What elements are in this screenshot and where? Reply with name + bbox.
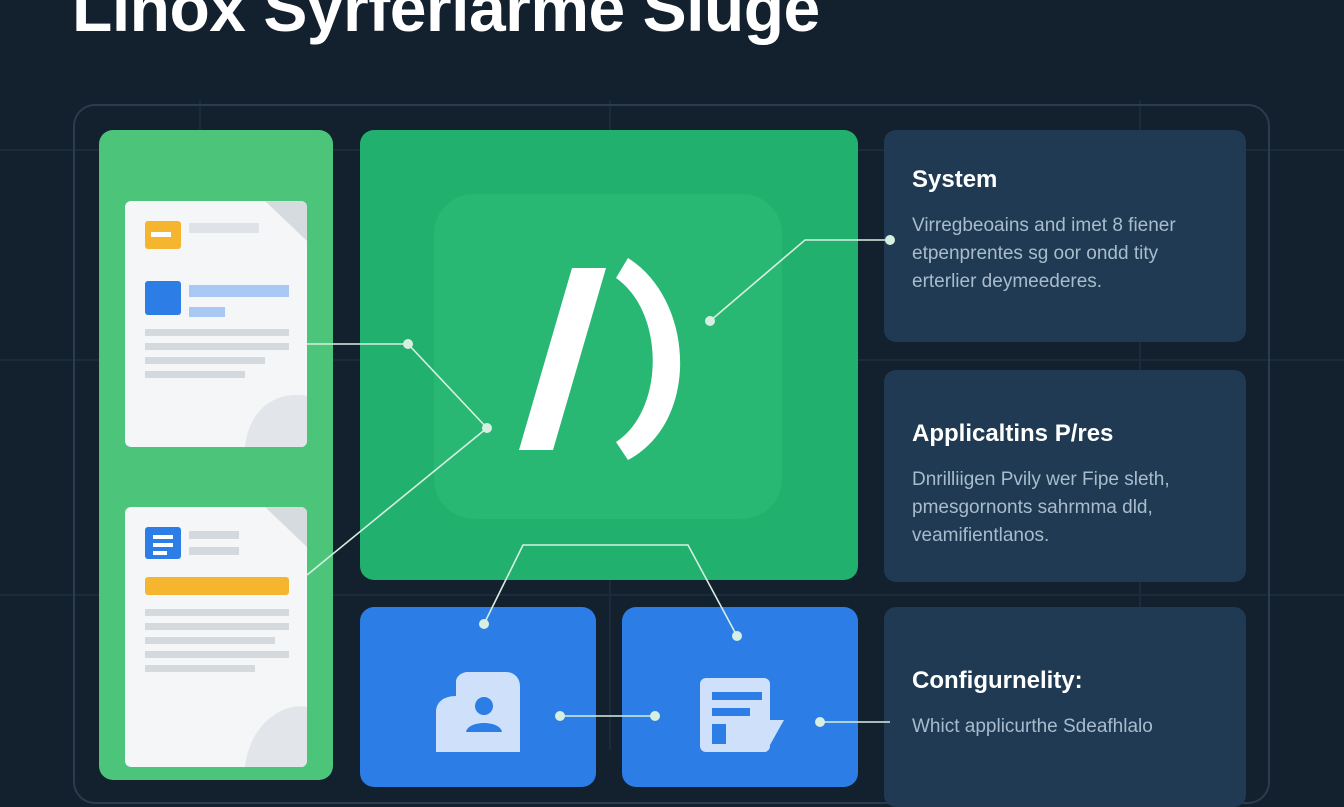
card-text-line: Dnrilliigen Pvily wer Fipe sleth, <box>912 469 1170 490</box>
slash-paren-glyph-icon <box>519 258 681 460</box>
card-text-line: Virregbeoains and imet 8 fiener <box>912 215 1176 236</box>
document-icon <box>125 201 307 447</box>
page-title: Linox Syrferlarme Sluge <box>72 0 820 45</box>
user-shield-icon <box>436 672 520 752</box>
card-title: System <box>912 166 998 193</box>
card-text-line: erterlier deymeederes. <box>912 271 1103 292</box>
card-title: Applicaltins P/res <box>912 420 1114 447</box>
card-text-line: pmesgornonts sahrmma dld, <box>912 497 1153 518</box>
card-text-line: veamifientlanos. <box>912 525 1050 546</box>
card-applications: Applicaltins P/res Dnrilliigen Pvily wer… <box>884 370 1246 582</box>
card-configuration: Configurnelity: Whict applicurthe Sdeafh… <box>884 607 1246 807</box>
card-text-line: etpenprentes sg oor ondd tity <box>912 243 1159 264</box>
card-text-line: Whict applicurthe Sdeafhlalo <box>912 716 1153 737</box>
document-list-icon <box>125 507 307 767</box>
card-title: Configurnelity: <box>912 667 1083 694</box>
config-document-icon <box>700 678 784 752</box>
card-system: System Virregbeoains and imet 8 fiener e… <box>884 130 1246 342</box>
